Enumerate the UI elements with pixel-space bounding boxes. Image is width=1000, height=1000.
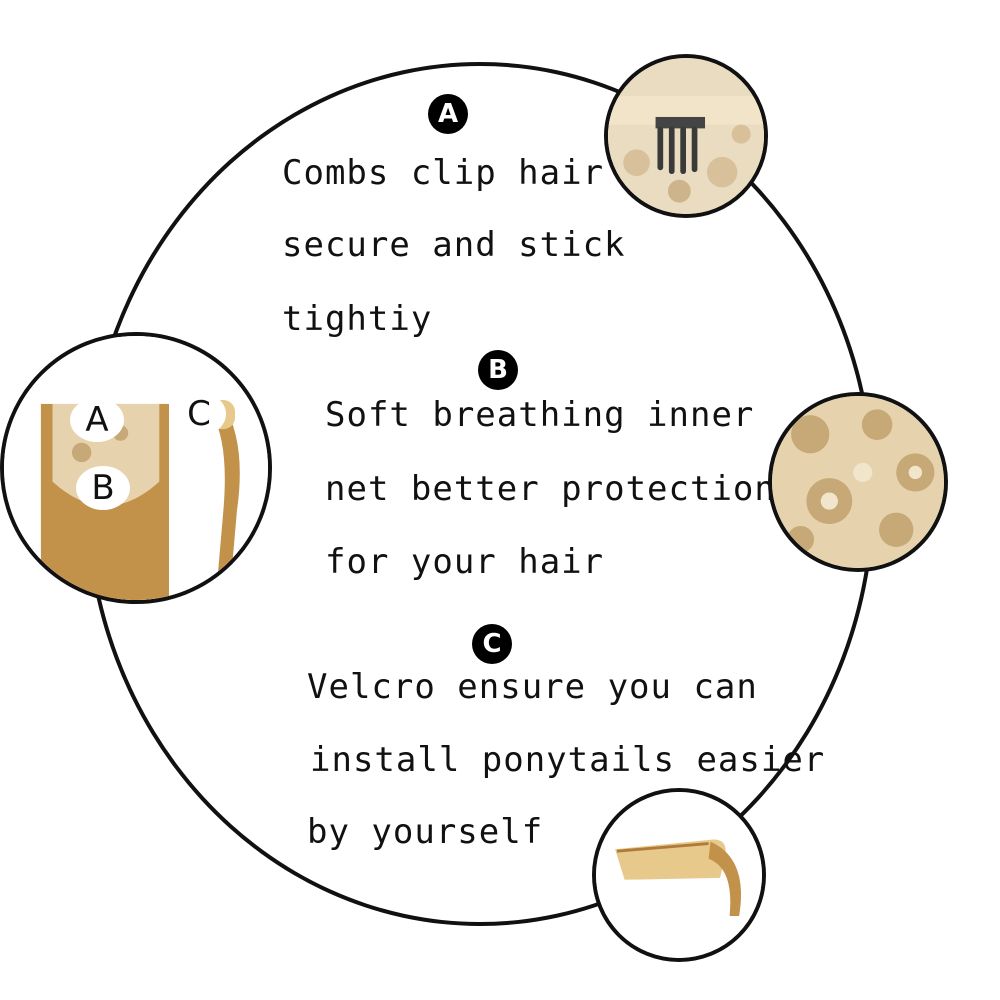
comb-clip-icon (608, 58, 764, 214)
comb-clip-photo (604, 54, 768, 218)
section-a-line-2: secure and stick (282, 225, 626, 265)
section-a-line-3: tightiy (282, 299, 433, 339)
section-a-badge: A (428, 94, 468, 134)
section-c-line-1: Velcro ensure you can (307, 667, 758, 707)
section-b-line-1: Soft breathing inner (325, 395, 755, 435)
lace-icon (772, 396, 944, 568)
diagram-label-b: B (76, 466, 130, 510)
section-b-line-3: for your hair (325, 542, 605, 582)
diagram-label-a: A (70, 398, 124, 442)
section-a-line-1: Combs clip hair (282, 153, 605, 193)
section-c-badge: C (472, 624, 512, 664)
ponytail-icon (4, 336, 268, 600)
section-c-line-3: by yourself (307, 812, 544, 852)
velcro-icon (596, 792, 762, 958)
section-b-line-2: net better protection (325, 469, 776, 509)
lace-net-photo (768, 392, 948, 572)
velcro-strap-photo (592, 788, 766, 962)
diagram-label-c: C (172, 392, 226, 436)
section-c-line-2: install ponytails easier (310, 740, 826, 780)
section-b-badge: B (478, 350, 518, 390)
ponytail-diagram-photo (0, 332, 272, 604)
